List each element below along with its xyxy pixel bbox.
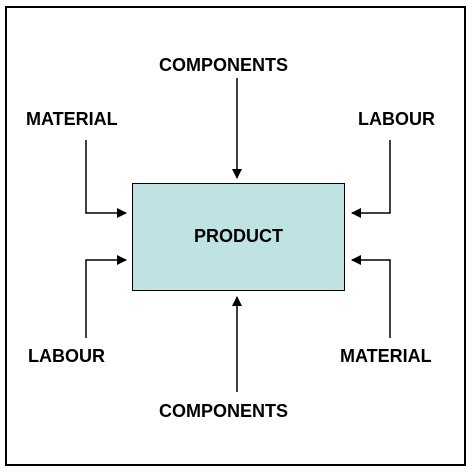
label-bottom-right-material: MATERIAL [340, 346, 432, 366]
arrow-top-right-labour [351, 140, 391, 218]
arrow-bottom-right-material [351, 255, 391, 338]
product-box: PRODUCT [132, 183, 345, 291]
label-bottom-left-labour: LABOUR [28, 346, 105, 366]
arrow-bottom-left-labour [85, 255, 127, 338]
label-top-components: COMPONENTS [159, 55, 289, 75]
label-bottom-components: COMPONENTS [159, 401, 289, 421]
arrow-top-left-material [85, 140, 127, 218]
label-top-right-labour: LABOUR [358, 109, 435, 129]
label-top-left-material: MATERIAL [26, 109, 118, 129]
product-label: PRODUCT [194, 225, 283, 246]
